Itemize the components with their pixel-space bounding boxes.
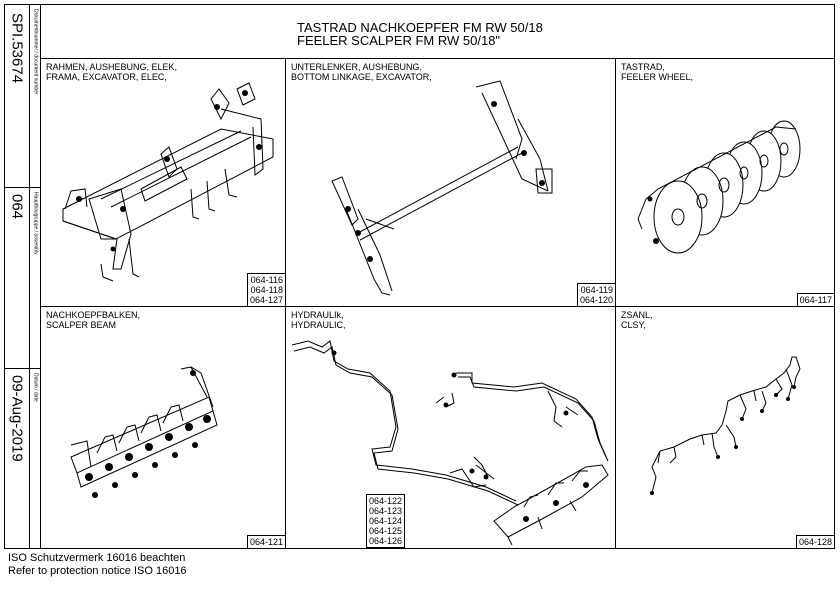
- feeler-wheel-illustration: [637, 120, 801, 254]
- panel-scalper-beam[interactable]: NACHKOEPFBALKEN, SCALPER BEAM: [41, 307, 286, 548]
- ref-064-123[interactable]: 064-123: [369, 506, 403, 516]
- document-date: 09-Aug-2019: [8, 375, 26, 462]
- panel-hydraulic-label: HYDRAULIk, HYDRAULIC,: [291, 310, 346, 330]
- protection-notice-en: Refer to protection notice ISO 16016: [8, 565, 187, 577]
- ref-064-127[interactable]: 064-127: [249, 295, 283, 305]
- panel-cable-system[interactable]: ZSANL, CLSY,: [616, 307, 834, 548]
- panel-frame-label-de: RAHMEN, AUSHEBUNG, ELEK,: [46, 62, 178, 72]
- cable-system-illustration: [650, 356, 801, 495]
- panel-feeler-wheel-label-en: FEELER WHEEL,: [621, 72, 694, 82]
- panel-frame[interactable]: RAHMEN, AUSHEBUNG, ELEK, FRAMA, EXCAVATO…: [41, 59, 286, 307]
- ref-064-124[interactable]: 064-124: [369, 516, 403, 526]
- panel-hydraulic-refs: 064-122 064-123 064-124 064-125 064-126: [366, 494, 406, 548]
- panel-scalper-beam-label-de: NACHKOEPFBALKEN,: [46, 310, 141, 320]
- protection-notice: ISO Schutzvermerk 16016 beachten Refer t…: [8, 552, 187, 578]
- panel-bottom-linkage-label: UNTERLENKER, AUSHEBUNG, BOTTOM LINKAGE, …: [291, 62, 432, 82]
- title-line-1: TASTRAD NACHKOEPFER FM RW 50/18: [297, 20, 543, 35]
- drawing-title: TASTRAD NACHKOEPFER FM RW 50/18 FEELER S…: [297, 21, 543, 47]
- protection-notice-de: ISO Schutzvermerk 16016 beachten: [8, 552, 186, 564]
- hydraulic-illustration: [291, 340, 609, 546]
- ref-064-122[interactable]: 064-122: [369, 496, 403, 506]
- document-number-caption: Dokumentnummer / document number: [32, 9, 39, 95]
- panel-feeler-wheel-refs: 064-117: [796, 293, 834, 306]
- panel-frame-label-en: FRAMA, EXCAVATOR, ELEC,: [46, 72, 167, 82]
- panel-bottom-linkage-label-de: UNTERLENKER, AUSHEBUNG,: [291, 62, 423, 72]
- ref-064-118[interactable]: 064-118: [250, 285, 283, 295]
- panel-hydraulic-label-en: HYDRAULIC,: [291, 320, 346, 330]
- panel-hydraulic-label-de: HYDRAULIk,: [291, 310, 344, 320]
- title-line-2: FEELER SCALPER FM RW 50/18": [297, 33, 501, 48]
- document-number-cell: SPI.53674 Dokumentnummer / document numb…: [5, 5, 40, 188]
- panel-frame-refs: 064-116 064-118 064-127: [246, 273, 285, 306]
- panel-cable-system-refs: 064-128: [795, 535, 834, 548]
- scalper-beam-illustration: [70, 366, 218, 498]
- ref-064-116[interactable]: 064-116: [250, 275, 283, 285]
- panel-feeler-wheel[interactable]: TASTRAD, FEELER WHEEL,: [616, 59, 834, 307]
- title-block: SPI.53674 Dokumentnummer / document numb…: [5, 5, 41, 548]
- ref-064-121[interactable]: 064-121: [249, 537, 283, 547]
- panel-cable-system-label-en: CLSY,: [621, 320, 646, 330]
- panel-hydraulic[interactable]: HYDRAULIk, HYDRAULIC,: [286, 307, 616, 548]
- panel-cable-system-label-de: ZSANL,: [621, 310, 653, 320]
- panel-cable-system-label: ZSANL, CLSY,: [621, 310, 653, 330]
- date-caption: Datum / date: [32, 373, 39, 402]
- panel-bottom-linkage-refs: 064-119 064-120: [576, 283, 615, 306]
- ref-064-126[interactable]: 064-126: [369, 536, 403, 546]
- frame-assembly-illustration: [62, 82, 274, 282]
- panel-scalper-beam-refs: 064-121: [246, 535, 285, 548]
- drawing-header: TASTRAD NACHKOEPFER FM RW 50/18 FEELER S…: [41, 5, 834, 59]
- ref-064-117[interactable]: 064-117: [799, 295, 832, 305]
- panel-scalper-beam-label-en: SCALPER BEAM: [46, 320, 117, 330]
- panel-frame-label: RAHMEN, AUSHEBUNG, ELEK, FRAMA, EXCAVATO…: [46, 62, 177, 82]
- panel-bottom-linkage-label-en: BOTTOM LINKAGE, EXCAVATOR,: [291, 72, 432, 82]
- main-group-number: 064: [8, 194, 26, 220]
- ref-064-120[interactable]: 064-120: [579, 295, 613, 305]
- document-number: SPI.53674: [8, 13, 26, 84]
- panel-bottom-linkage[interactable]: UNTERLENKER, AUSHEBUNG, BOTTOM LINKAGE, …: [286, 59, 616, 307]
- main-group-cell: 064 Hauptbaugruppe / assembly: [5, 188, 40, 369]
- bottom-linkage-illustration: [331, 80, 553, 296]
- date-cell: 09-Aug-2019 Datum / date: [5, 369, 40, 548]
- ref-064-119[interactable]: 064-119: [580, 285, 613, 295]
- main-group-caption: Hauptbaugruppe / assembly: [32, 192, 39, 255]
- ref-064-125[interactable]: 064-125: [369, 526, 403, 536]
- drawing-frame: SPI.53674 Dokumentnummer / document numb…: [4, 4, 835, 549]
- panel-scalper-beam-label: NACHKOEPFBALKEN, SCALPER BEAM: [46, 310, 140, 330]
- panel-feeler-wheel-label: TASTRAD, FEELER WHEEL,: [621, 62, 693, 82]
- ref-064-128[interactable]: 064-128: [798, 537, 832, 547]
- panel-feeler-wheel-label-de: TASTRAD,: [621, 62, 665, 72]
